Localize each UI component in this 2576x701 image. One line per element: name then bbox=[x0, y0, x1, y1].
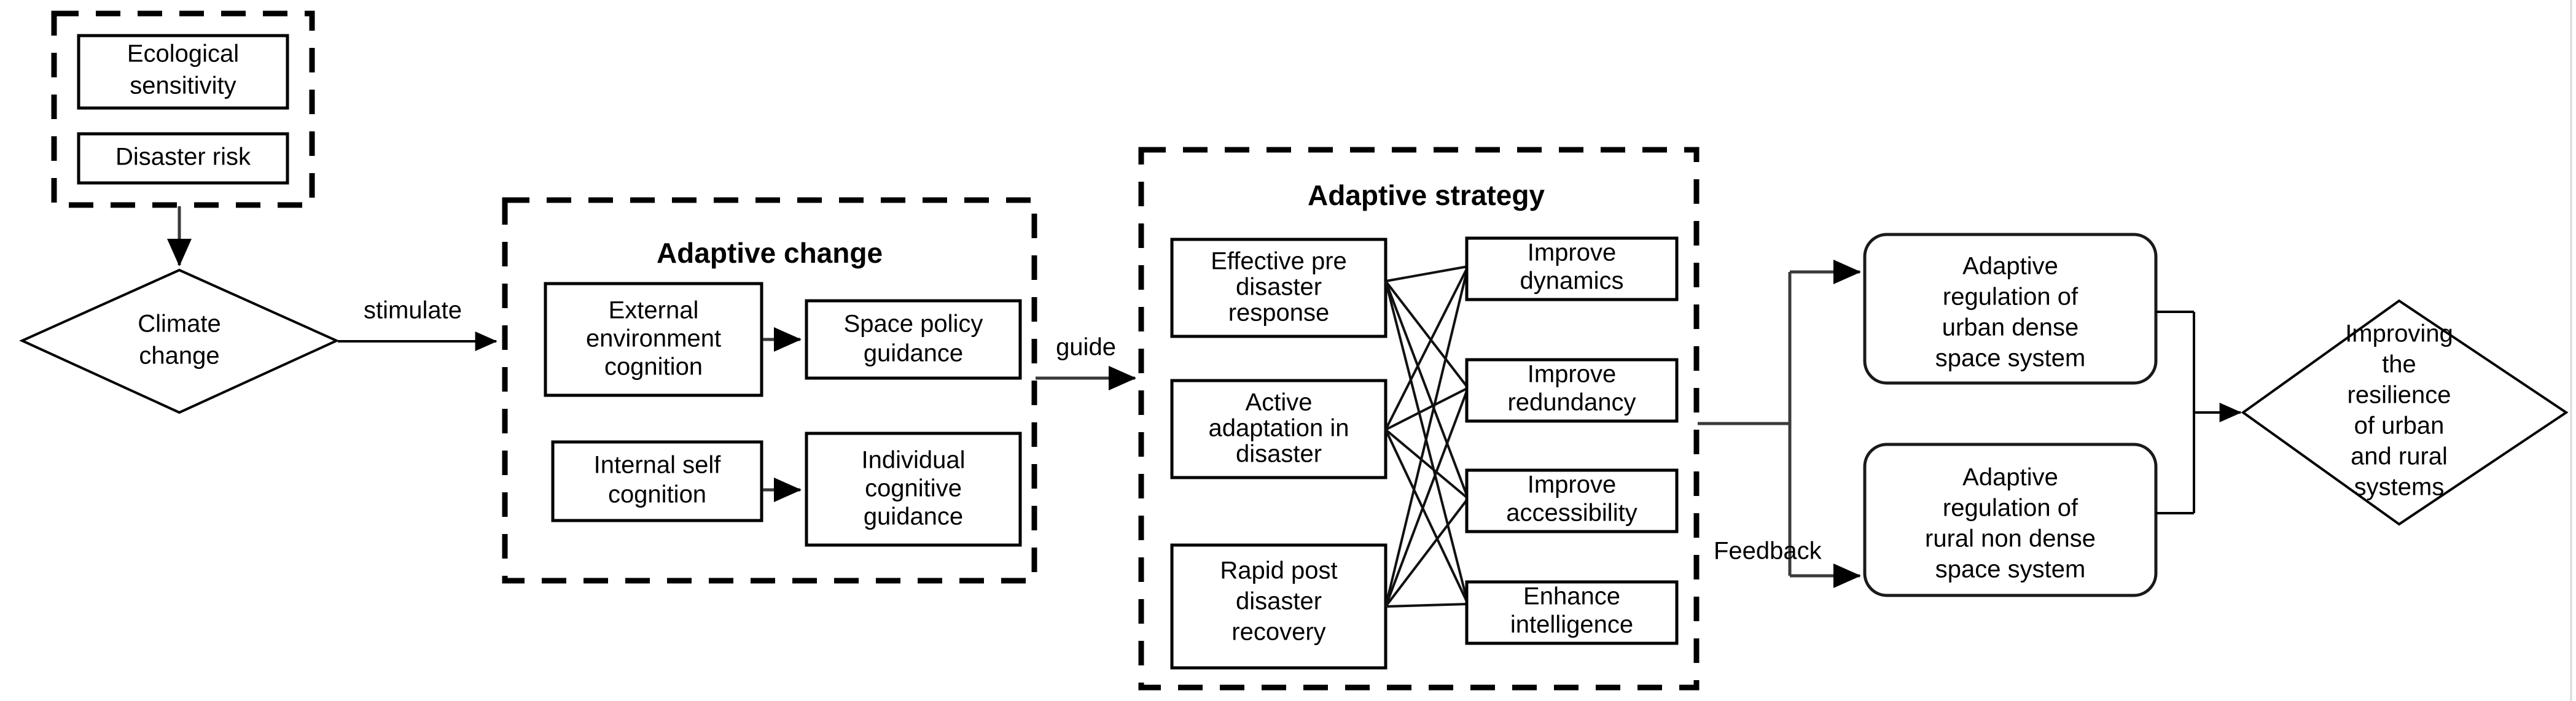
node-improve-redundancy[interactable] bbox=[1465, 358, 1679, 423]
node-space-policy-line1: Space policy bbox=[844, 311, 983, 338]
edge-label-feedback: Feedback bbox=[1714, 538, 1822, 565]
node-rural-nondense-line1: Adaptive bbox=[1962, 464, 2058, 491]
node-urban-dense-line4: space system bbox=[1935, 345, 2086, 372]
node-improving-resilience-outcome[interactable] bbox=[2241, 299, 2569, 526]
node-adaptive-regulation-rural-non-dense[interactable] bbox=[1863, 443, 2158, 597]
node-improve-dynamics-line2: dynamics bbox=[1520, 268, 1624, 295]
node-rapid-post-line3: recovery bbox=[1231, 619, 1325, 646]
node-internal-self-line2: cognition bbox=[608, 481, 706, 508]
node-improve-accessibility[interactable] bbox=[1465, 468, 1679, 533]
node-enhance-intelligence[interactable] bbox=[1465, 580, 1679, 645]
node-individual-cognitive-line1: Individual bbox=[861, 447, 965, 474]
node-active-adaptation-line2: adaptation in bbox=[1208, 415, 1349, 442]
node-rural-nondense-line2: regulation of bbox=[1943, 495, 2078, 522]
node-ecological-sensitivity-line1: Ecological bbox=[127, 41, 239, 68]
node-disaster-risk[interactable] bbox=[77, 132, 289, 185]
group-adaptive-change-title: Adaptive change bbox=[657, 237, 883, 269]
edge-label-guide: guide bbox=[1056, 334, 1116, 361]
node-outcome-line3: resilience bbox=[2348, 382, 2451, 409]
edges-strategy-to-outcomes bbox=[1384, 265, 1469, 608]
node-improve-accessibility-line1: Improve bbox=[1528, 471, 1617, 498]
node-improve-dynamics-line1: Improve bbox=[1528, 239, 1617, 266]
node-urban-dense-line1: Adaptive bbox=[1962, 253, 2058, 280]
node-enhance-intelligence-line2: intelligence bbox=[1510, 611, 1633, 638]
node-outcome-line2: the bbox=[2382, 351, 2416, 378]
node-outcome-line5: and rural bbox=[2351, 443, 2448, 470]
node-internal-self-line1: Internal self bbox=[594, 452, 722, 479]
node-climate-change-line1: Climate bbox=[138, 311, 221, 338]
group-adaptive-change-dashed-border bbox=[502, 197, 1037, 584]
node-internal-self-cognition[interactable] bbox=[551, 440, 763, 522]
node-outcome-line6: systems bbox=[2354, 474, 2445, 501]
node-improve-redundancy-line2: redundancy bbox=[1507, 389, 1636, 416]
node-effective-pre-disaster-response[interactable] bbox=[1170, 238, 1388, 338]
node-effective-pre-line3: response bbox=[1228, 300, 1330, 327]
node-improve-dynamics[interactable] bbox=[1465, 236, 1679, 301]
node-rapid-post-line1: Rapid post bbox=[1220, 557, 1337, 584]
node-rural-nondense-line3: rural non dense bbox=[1925, 525, 2096, 552]
node-ecological-sensitivity[interactable] bbox=[77, 34, 289, 110]
node-external-environment-cognition[interactable] bbox=[544, 282, 763, 397]
node-external-environment-line2: environment bbox=[586, 325, 721, 352]
node-rapid-post-disaster-recovery[interactable] bbox=[1170, 543, 1388, 670]
node-urban-dense-line3: urban dense bbox=[1942, 314, 2078, 341]
node-climate-change[interactable] bbox=[19, 268, 340, 414]
edge-label-stimulate: stimulate bbox=[364, 297, 462, 324]
node-effective-pre-line2: disaster bbox=[1236, 274, 1322, 301]
node-active-adaptation-line3: disaster bbox=[1236, 441, 1322, 468]
node-adaptive-regulation-urban-dense[interactable] bbox=[1863, 233, 2158, 385]
node-rural-nondense-line4: space system bbox=[1935, 556, 2086, 583]
node-external-environment-line3: cognition bbox=[604, 354, 703, 381]
node-individual-cognitive-guidance[interactable] bbox=[805, 432, 1022, 547]
node-space-policy-line2: guidance bbox=[864, 340, 963, 367]
node-individual-cognitive-line2: cognitive bbox=[865, 475, 962, 502]
node-urban-dense-line2: regulation of bbox=[1943, 284, 2078, 311]
group-inputs-dashed-border bbox=[51, 10, 315, 208]
node-external-environment-line1: External bbox=[609, 297, 699, 324]
node-ecological-sensitivity-line2: sensitivity bbox=[130, 72, 236, 99]
node-disaster-risk-label: Disaster risk bbox=[115, 144, 251, 171]
node-climate-change-line2: change bbox=[139, 343, 219, 370]
node-effective-pre-line1: Effective pre bbox=[1211, 248, 1347, 275]
node-outcome-line4: of urban bbox=[2354, 412, 2445, 440]
node-active-adaptation-line1: Active bbox=[1246, 389, 1313, 416]
node-rapid-post-line2: disaster bbox=[1236, 588, 1322, 615]
node-active-adaptation-in-disaster[interactable] bbox=[1170, 379, 1388, 479]
group-adaptive-strategy-title: Adaptive strategy bbox=[1308, 179, 1545, 211]
node-improve-accessibility-line2: accessibility bbox=[1506, 500, 1637, 527]
node-individual-cognitive-line3: guidance bbox=[864, 503, 963, 530]
node-enhance-intelligence-line1: Enhance bbox=[1523, 583, 1620, 610]
node-improve-redundancy-line1: Improve bbox=[1528, 361, 1617, 388]
node-space-policy-guidance[interactable] bbox=[805, 299, 1022, 380]
node-outcome-line1: Improving bbox=[2345, 320, 2453, 347]
